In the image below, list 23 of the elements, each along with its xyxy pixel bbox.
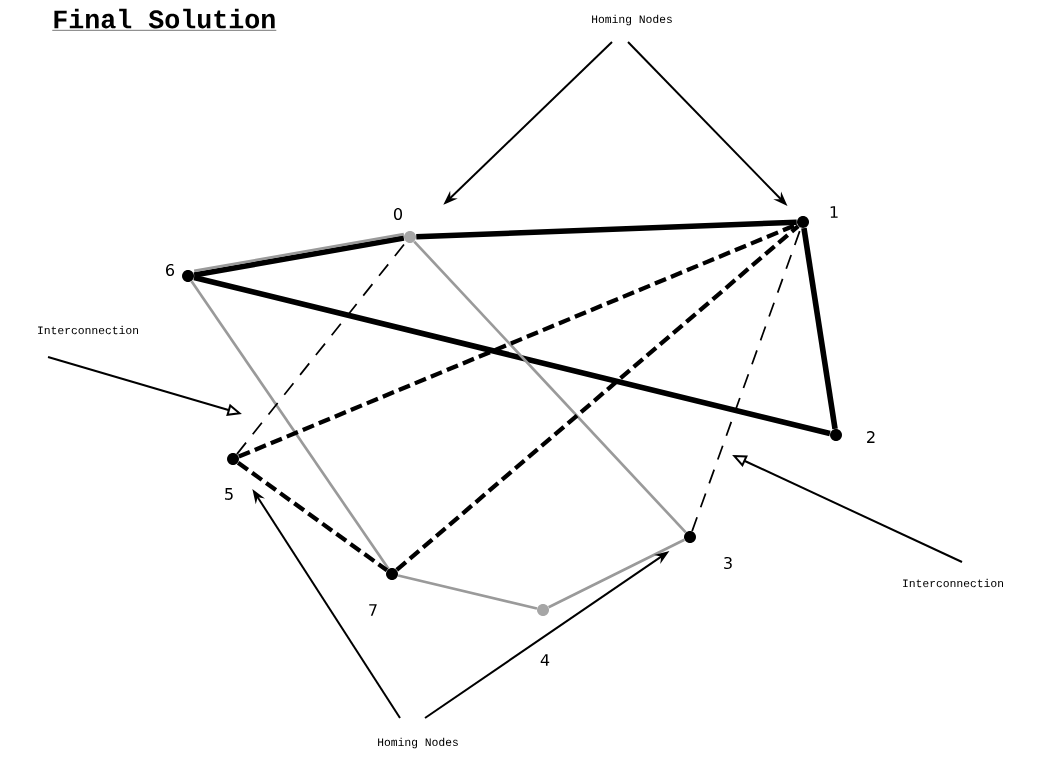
vertex-number: 0 <box>393 207 403 221</box>
network-link <box>413 240 687 534</box>
vertex-number: 1 <box>830 206 838 218</box>
annotation-text: Homing Nodes <box>592 14 672 26</box>
network-link <box>397 574 538 610</box>
vertex-number: 5 <box>225 488 233 500</box>
network-link <box>190 280 390 570</box>
network-link <box>236 460 389 573</box>
network-link <box>801 227 838 430</box>
vertex-number: 2 <box>867 431 875 443</box>
network-link <box>236 241 407 455</box>
network-link <box>193 274 831 437</box>
vertex-number: 7 <box>369 604 377 616</box>
annotation-text: Interconnection <box>903 578 1003 588</box>
vertex-number: 6 <box>166 263 175 277</box>
annotation-text: Homing Nodes <box>378 737 458 749</box>
annotation-text: Interconnection <box>38 325 138 335</box>
vertex-number: 4 <box>540 654 550 666</box>
network-link <box>548 538 685 609</box>
title: Final Solution <box>52 8 277 31</box>
network-link <box>416 219 797 240</box>
network-link <box>395 224 800 572</box>
vertex-number: 3 <box>724 556 732 570</box>
